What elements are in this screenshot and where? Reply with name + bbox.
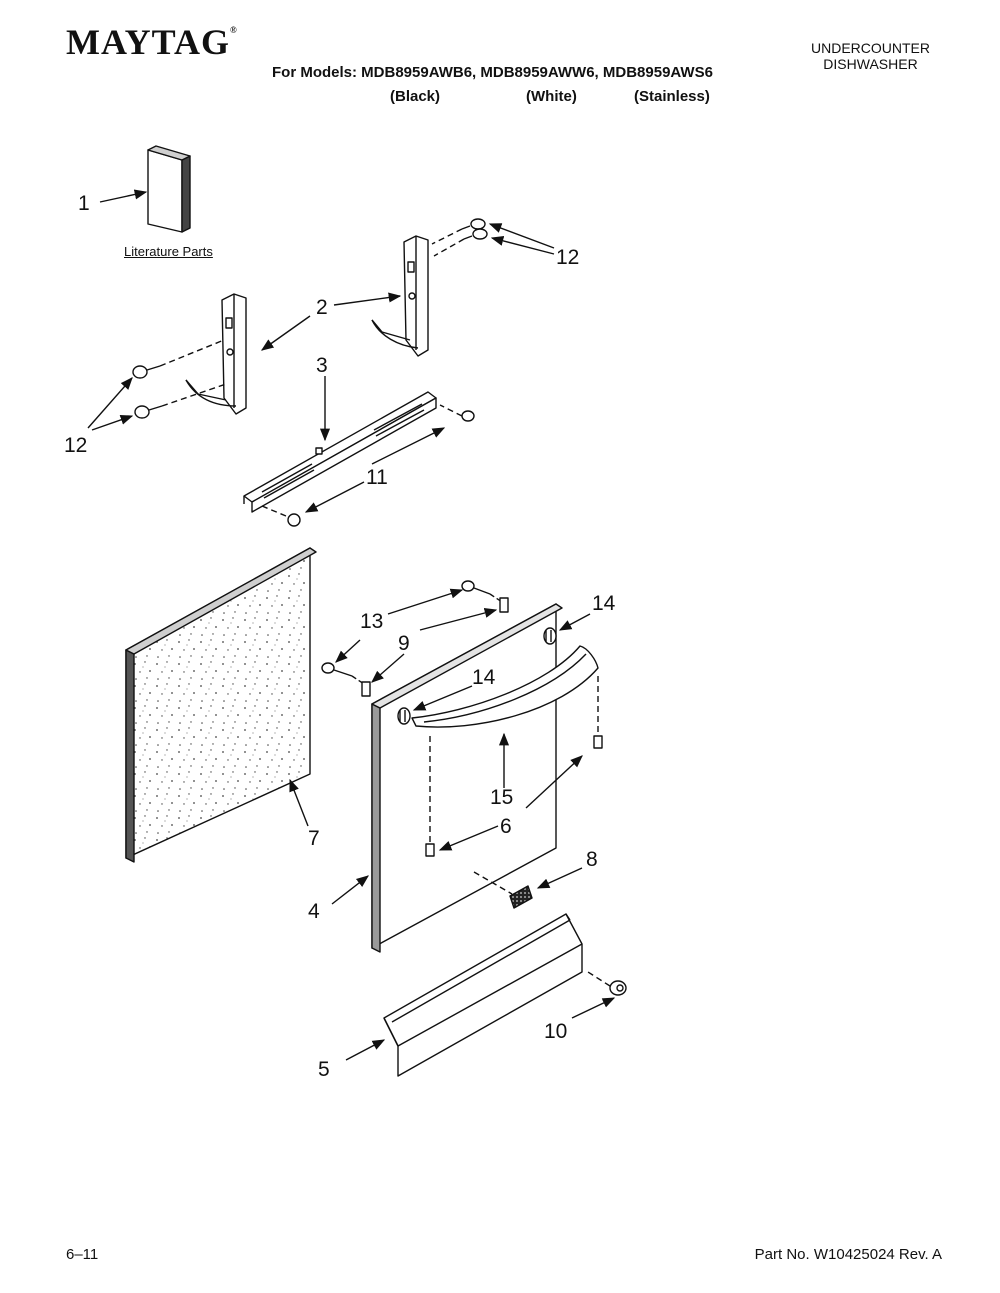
models-line: For Models: MDB8959AWB6, MDB8959AWW6, MD… [272, 64, 713, 81]
door-panel [371, 603, 563, 953]
screw-10 [609, 980, 627, 996]
leader-11b [304, 481, 365, 513]
leader-5 [345, 1039, 386, 1061]
leader-9a [419, 608, 498, 631]
screw-11-left [287, 513, 301, 527]
callout-13: 13 [360, 610, 383, 633]
leader-4 [331, 875, 369, 905]
leader-7 [289, 778, 309, 827]
product-line-2: DISHWASHER [823, 56, 918, 72]
spacer-14-left [397, 707, 411, 725]
spacer-14-right [543, 627, 557, 645]
callout-8: 8 [586, 848, 598, 871]
literature-booklet [147, 145, 191, 233]
product-type: UNDERCOUNTER DISHWASHER [811, 40, 930, 72]
callout-1: 1 [78, 192, 90, 215]
leader-9b [371, 653, 405, 683]
callout-3: 3 [316, 354, 328, 377]
leader-13b [335, 639, 361, 663]
leader-2a [333, 292, 402, 306]
callout-6: 6 [500, 815, 512, 838]
callout-5: 5 [318, 1058, 330, 1081]
toe-kick-panel [383, 913, 583, 1077]
footer-date: 6–11 [66, 1246, 99, 1263]
leader-12d [91, 414, 134, 431]
leader-14a [558, 613, 591, 631]
brand-name: MAYTAG [66, 22, 231, 62]
callout-2: 2 [316, 296, 328, 319]
screw-12-upper-a [461, 218, 486, 230]
screw-6-right [593, 735, 603, 749]
screw-11-right [461, 410, 475, 422]
leader-6b [438, 825, 499, 851]
leader-10 [571, 997, 616, 1019]
callout-14-left: 14 [472, 666, 496, 689]
callout-9: 9 [398, 632, 410, 655]
clip-9-upper [499, 597, 509, 613]
callout-15: 15 [490, 786, 513, 809]
mounting-bracket-left [185, 293, 247, 415]
screw-6-left [425, 843, 435, 857]
leader-12c [87, 377, 133, 429]
callout-11: 11 [366, 466, 388, 489]
callout-14-right: 14 [592, 592, 616, 615]
clip-9-lower [361, 681, 371, 697]
top-rail [243, 391, 437, 513]
leader-2b [260, 315, 311, 351]
screw-12-lower-b [134, 405, 163, 419]
callout-4: 4 [308, 900, 320, 923]
door-handle [411, 645, 599, 728]
callout-7: 7 [308, 827, 320, 850]
screw-13-lower [321, 662, 353, 677]
callout-12-lower: 12 [64, 434, 87, 457]
product-line-1: UNDERCOUNTER [811, 40, 930, 56]
variant-stainless: (Stainless) [634, 88, 710, 105]
screw-13-upper [461, 580, 491, 595]
leader-13a [387, 588, 464, 615]
leader-14b [412, 685, 473, 711]
screw-12-upper-b [463, 228, 488, 240]
leader-6a [525, 755, 583, 809]
literature-parts-label: Literature Parts [124, 244, 213, 259]
mounting-bracket-right [371, 235, 429, 357]
leader-1 [99, 189, 148, 203]
variant-white: (White) [526, 88, 577, 105]
badge-8 [509, 885, 533, 909]
screw-12-lower-a [132, 365, 161, 379]
leader-12b [490, 235, 555, 255]
insulation-panel [125, 547, 317, 863]
leader-8 [536, 867, 583, 889]
leader-11a [371, 427, 446, 465]
registered-mark: ® [230, 25, 238, 35]
footer-part-number: Part No. W10425024 Rev. A [754, 1246, 942, 1263]
callout-10: 10 [544, 1020, 567, 1043]
callout-12-upper: 12 [556, 246, 579, 269]
leader-12a [488, 223, 555, 249]
variant-black: (Black) [390, 88, 441, 105]
brand-logo: MAYTAG® [66, 24, 238, 60]
